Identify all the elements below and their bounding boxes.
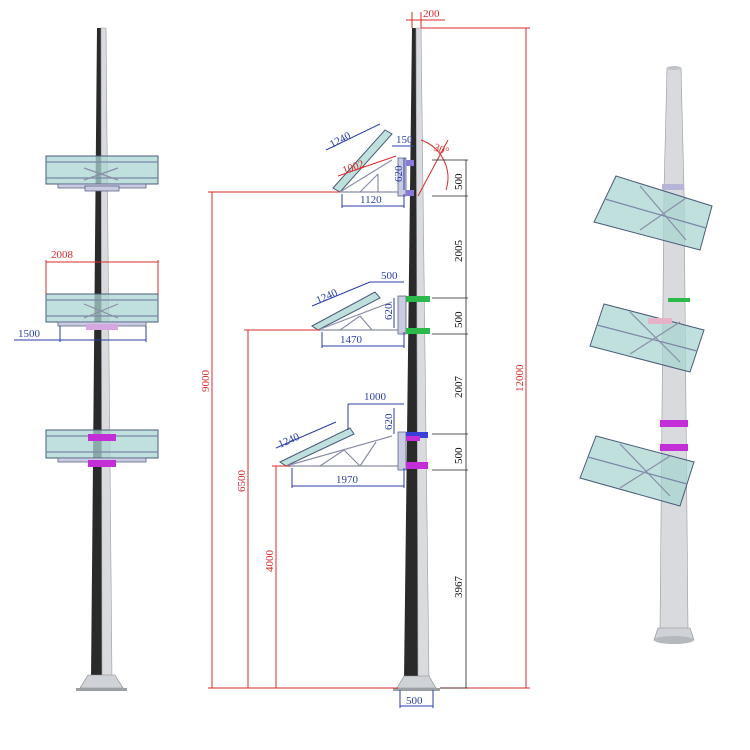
perspective-view (579, 66, 713, 644)
height-4000-label: 4000 (264, 550, 276, 573)
side-bracket-low (278, 427, 428, 471)
base-low-label: 1970 (336, 474, 359, 486)
offset-mid-label: 500 (381, 270, 398, 282)
perspective-panel-mid (589, 298, 705, 373)
offset-top-label: 150 (396, 134, 413, 146)
side-pole-base (396, 675, 437, 689)
depth-low-label: 620 (383, 413, 395, 430)
perspective-panel-low (579, 420, 695, 507)
top-width-label: 200 (423, 8, 440, 20)
side-view: 200 12000 500 1240 1002 150 (200, 8, 530, 708)
base-width-label: 500 (406, 695, 423, 707)
base-mid-label: 1470 (340, 334, 363, 346)
seg-low-label: 500 (453, 447, 465, 464)
panel-width-mid-label: 1240 (314, 287, 339, 307)
depth-mid-label: 620 (383, 303, 395, 320)
gap-upper-label: 2005 (453, 240, 465, 263)
height-9000-label: 9000 (200, 370, 212, 393)
offset-low-label: 1000 (364, 391, 387, 403)
seg-mid-label: 500 (453, 311, 465, 328)
seg-top-label: 500 (453, 173, 465, 190)
perspective-panel-top (593, 175, 713, 251)
panel-width-low-label: 1240 (276, 431, 301, 451)
base-top-label: 1120 (360, 194, 382, 206)
front-panel-low (45, 429, 159, 467)
height-6500-label: 6500 (236, 470, 248, 493)
vertical-chain (432, 159, 468, 689)
gap-lower-label: 2007 (453, 376, 465, 399)
panel-width-top-label: 1240 (328, 129, 354, 150)
side-bracket-top (332, 129, 414, 197)
depth-top-label: 620 (393, 165, 405, 182)
angle-label: 30° (432, 142, 451, 159)
side-bracket-mid (311, 291, 430, 335)
total-height-label: 12000 (514, 364, 526, 392)
front-panel-top (45, 155, 159, 192)
front-panel-mid (45, 293, 159, 330)
front-view: 2008 1500 (14, 27, 159, 691)
front-base-label: 1500 (18, 328, 41, 340)
front-pole-base (79, 674, 124, 689)
front-width-label: 2008 (51, 249, 74, 261)
bottom-run-label: 3967 (453, 576, 465, 599)
